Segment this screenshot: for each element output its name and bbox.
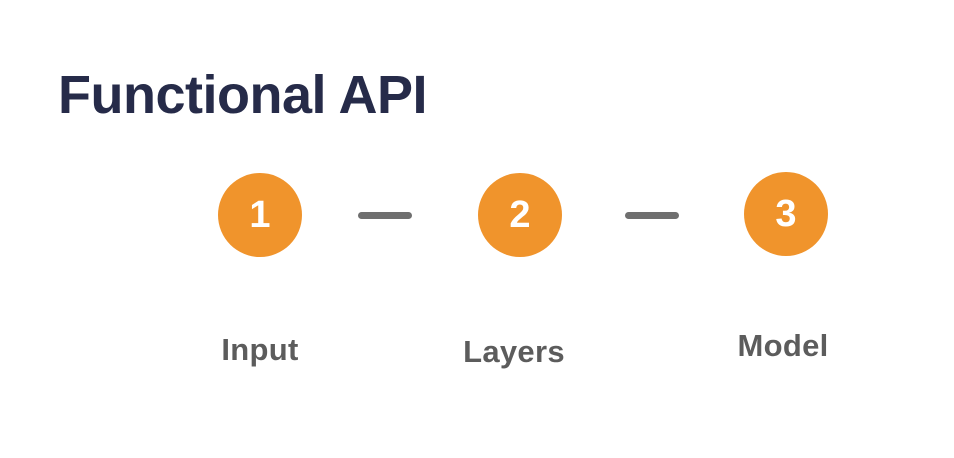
step-circle-1: 1 — [218, 173, 302, 257]
connector-dash-1 — [358, 212, 412, 219]
step-label-model: Model — [737, 328, 829, 363]
step-label-layers: Layers — [463, 334, 565, 369]
step-label-input: Input — [221, 332, 299, 367]
step-circle-2: 2 — [478, 173, 562, 257]
page-title: Functional API — [58, 65, 428, 126]
connector-dash-2 — [625, 212, 679, 219]
step-circle-3: 3 — [744, 172, 828, 256]
